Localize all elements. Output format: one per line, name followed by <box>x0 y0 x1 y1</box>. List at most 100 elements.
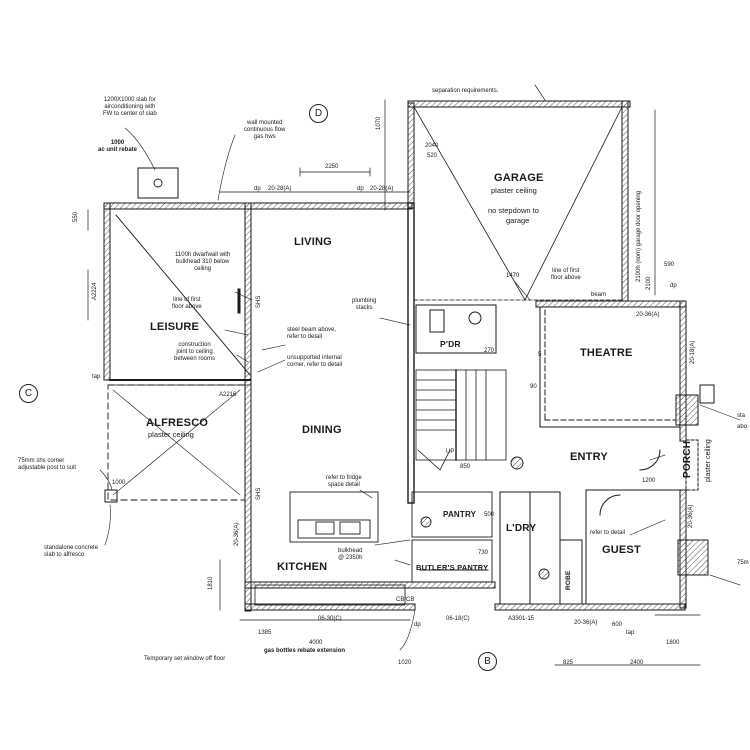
note-beam: beam <box>591 292 607 298</box>
dim-2100: 2100 <box>646 276 652 290</box>
dim-tap-2: tap <box>626 630 635 636</box>
room-powder: P'DR <box>440 339 461 349</box>
dim-590: 590 <box>664 262 675 268</box>
dim-600: 600 <box>612 622 623 628</box>
dim-850: 850 <box>460 464 471 470</box>
room-theatre: THEATRE <box>580 347 633 359</box>
room-pantry: PANTRY <box>443 510 477 519</box>
porch-ceiling: plaster ceiling <box>705 439 712 482</box>
note-gas-bottles: gas bottles rebate extension <box>264 648 346 654</box>
dim-dp-4: dp <box>414 622 421 628</box>
room-butlers-pantry: BUTLER'S PANTRY <box>416 563 489 572</box>
dim-1470: 1470 <box>506 273 520 279</box>
dim-2400: 2400 <box>630 660 644 666</box>
note-steel-beam: steel beam above,refer to detail <box>287 327 337 340</box>
leader-lines <box>99 127 741 651</box>
alfresco-ceiling: plaster ceiling <box>148 430 194 439</box>
garage-stepdown: no stepdown to <box>488 206 539 215</box>
dim-2028-b: 20-28(A) <box>370 186 394 192</box>
dim-2040: 2040 <box>425 143 439 149</box>
dim-a3301: A3301-15 <box>508 616 535 622</box>
dim-2036-c: 20-36(A) <box>234 522 240 546</box>
note-separation: separation requirements. <box>432 88 499 94</box>
dim-1810: 1810 <box>208 576 214 590</box>
room-laundry: L'DRY <box>506 523 537 534</box>
grid-marker-d: D <box>309 104 328 123</box>
note-refer-detail: refer to detail <box>590 530 626 536</box>
porch <box>675 384 715 576</box>
room-alfresco: ALFRESCO <box>146 417 209 429</box>
dim-dp-1: dp <box>254 186 261 192</box>
note-right-sta: sta <box>737 413 746 419</box>
dim-1200: 1200 <box>642 478 656 484</box>
room-living: LIVING <box>294 236 332 248</box>
dim-270: 270 <box>484 348 495 354</box>
dimension-lines <box>87 84 701 666</box>
note-right-75: 75m <box>737 560 749 566</box>
room-entry: ENTRY <box>570 451 608 463</box>
dim-550: 550 <box>73 211 79 222</box>
dim-90: 90 <box>530 384 537 390</box>
dim-730: 730 <box>478 550 489 556</box>
note-bulkhead: bulkhead@ 2350h <box>338 548 363 561</box>
dim-0630: 06-30(C) <box>318 616 342 622</box>
dim-2250: 2250 <box>325 164 339 170</box>
garage-stepdown-2: garage <box>506 216 530 225</box>
note-temporary-window: Temporary set window off floor <box>144 656 226 662</box>
room-guest: GUEST <box>602 544 641 556</box>
dim-1800: 1800 <box>666 640 680 646</box>
dim-dp-3: dp <box>670 283 677 289</box>
dim-520: 520 <box>427 153 438 159</box>
dim-1000: 1000 <box>112 480 126 486</box>
dim-tap-1: tap <box>92 374 101 380</box>
dim-dp-2: dp <box>357 186 364 192</box>
dim-5: 5 <box>538 352 542 358</box>
powder-room <box>415 304 497 354</box>
dim-1070: 1070 <box>376 116 382 130</box>
leisure-alfresco <box>104 167 251 503</box>
dim-2036-d: 20-36(A) <box>688 504 694 528</box>
grid-marker-c: C <box>19 384 38 403</box>
dim-2036-b: 20-36(A) <box>574 620 598 626</box>
garage-ceiling: plaster ceiling <box>491 186 537 195</box>
dim-1385: 1385 <box>258 630 272 636</box>
room-kitchen: KITCHEN <box>277 561 328 573</box>
dim-500: 500 <box>484 512 495 518</box>
room-robe: ROBE <box>565 570 572 590</box>
room-porch: PORCH <box>682 440 693 478</box>
dim-2028-a: 20-28(A) <box>268 186 292 192</box>
dim-2036-a: 20-36(A) <box>636 312 660 318</box>
dim-4000: 4000 <box>309 640 323 646</box>
theatre-walls <box>539 306 681 428</box>
dim-shs-2: SHS <box>256 487 262 500</box>
dim-825: 825 <box>563 660 574 666</box>
dim-1020: 1020 <box>398 660 412 666</box>
room-leisure: LEISURE <box>150 321 200 333</box>
room-garage: GARAGE <box>494 172 544 184</box>
stairs-up-label: UP <box>446 449 455 455</box>
dim-cbcb: CB/CB <box>396 597 415 603</box>
garage-diagonals <box>413 106 623 301</box>
note-right-abo: abo <box>737 424 748 430</box>
laundry-guest <box>499 449 681 605</box>
dim-2018: 20-18(A) <box>690 340 696 364</box>
dim-0618: 06-18(C) <box>446 616 470 622</box>
dim-a2224: A2224 <box>92 282 98 300</box>
kitchen-fixtures <box>254 491 493 606</box>
dim-a2216: A2216 <box>219 392 237 398</box>
floor-wastes <box>420 456 550 580</box>
